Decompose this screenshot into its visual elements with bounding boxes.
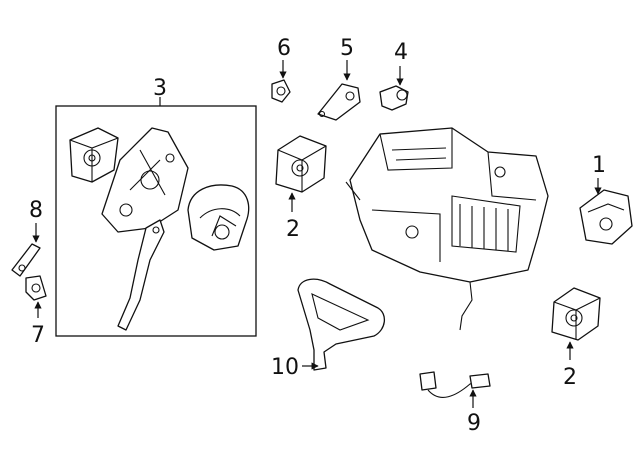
part-3-actuator xyxy=(69,127,119,183)
callout-4: 4 xyxy=(394,40,408,65)
callout-2-upper: 2 xyxy=(286,217,300,242)
callout-2-lower: 2 xyxy=(563,365,577,390)
part-5-link xyxy=(317,83,361,121)
callout-8: 8 xyxy=(29,198,43,223)
hvac-housing xyxy=(345,127,549,331)
part-3-rod xyxy=(117,219,165,331)
part-2-actuator-lower xyxy=(551,287,601,341)
callout-6: 6 xyxy=(277,36,291,61)
callout-9: 9 xyxy=(467,411,481,436)
callout-10: 10 xyxy=(271,355,299,380)
part-6-clip xyxy=(271,79,291,103)
part-1-actuator xyxy=(579,189,633,245)
part-7-grommet xyxy=(25,275,47,301)
callout-1: 1 xyxy=(592,153,606,178)
part-9-sensor xyxy=(419,371,491,398)
kit-group-box xyxy=(55,105,257,337)
part-8-lever xyxy=(11,243,41,277)
part-3-cover xyxy=(187,184,250,251)
callout-3: 3 xyxy=(153,76,167,101)
part-2-actuator-upper xyxy=(275,135,327,193)
part-10-duct xyxy=(297,278,385,371)
part-3-bracket xyxy=(101,127,189,233)
part-4-motor xyxy=(379,85,409,111)
callout-7: 7 xyxy=(31,323,45,348)
callout-5: 5 xyxy=(340,36,354,61)
